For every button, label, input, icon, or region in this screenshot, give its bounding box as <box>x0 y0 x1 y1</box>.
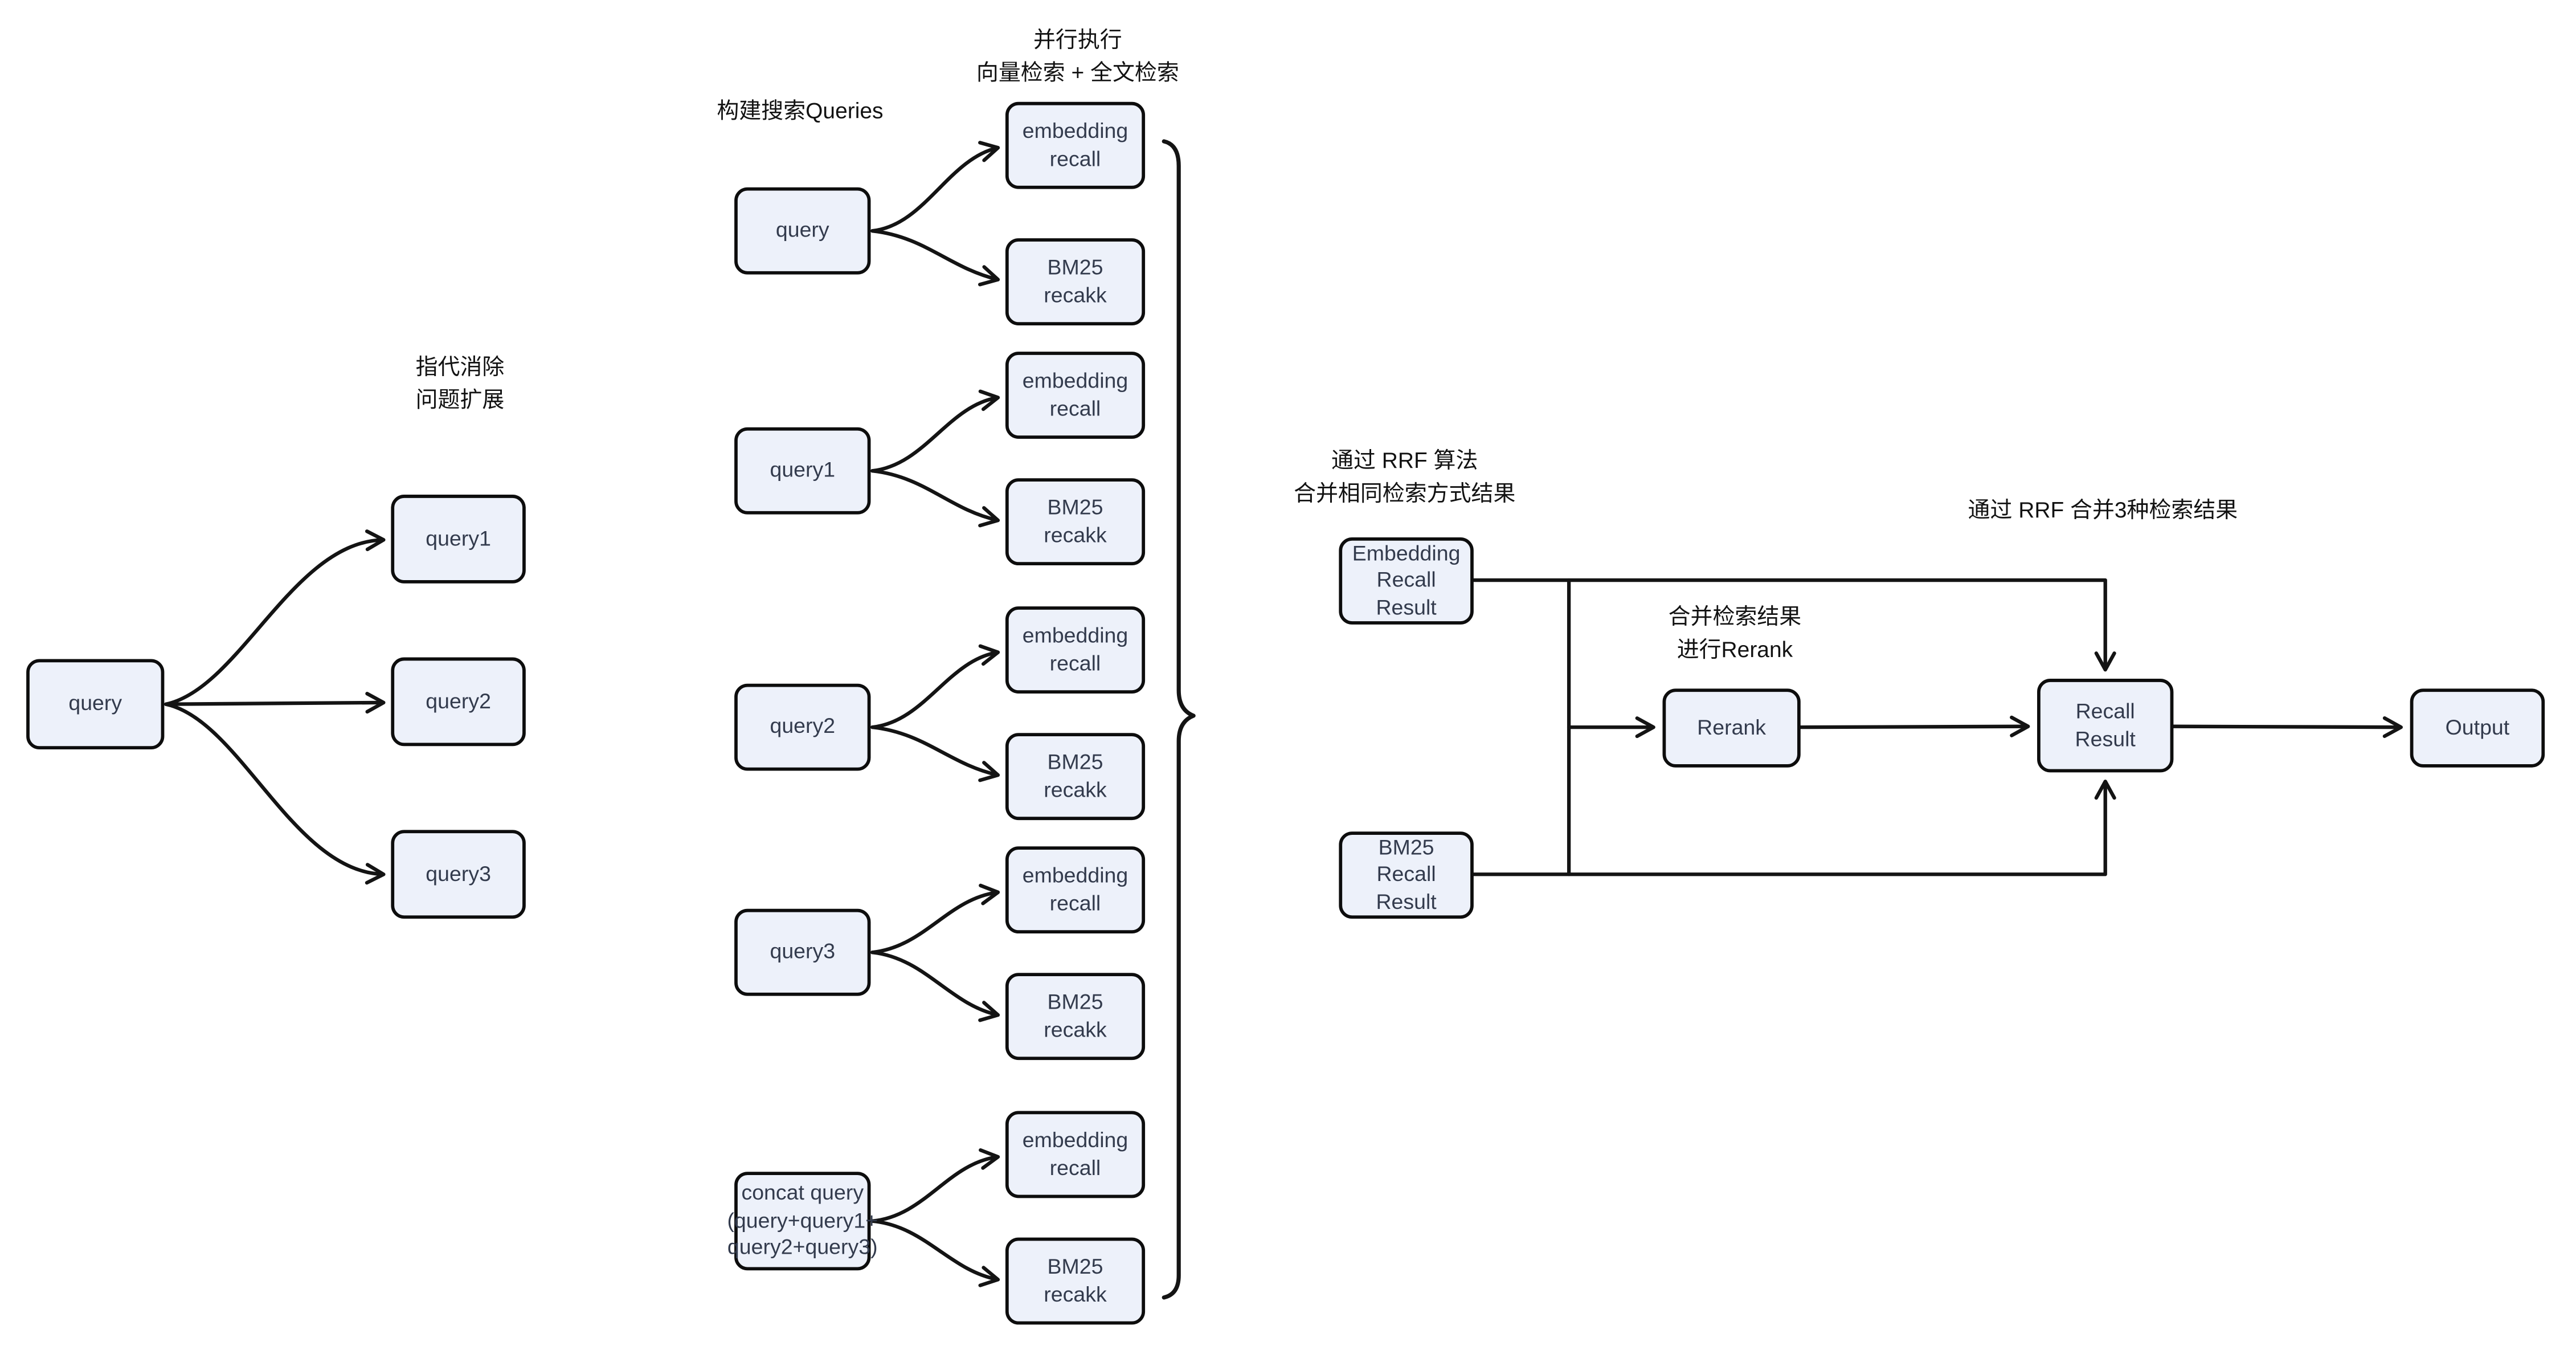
node-embedding-recall-result: Embedding Recall Result <box>1339 537 1474 625</box>
connector-mid-query-to-bm25-1 <box>870 229 1000 287</box>
rrf-merge-3-label: 通过 RRF 合并3种检索结果 <box>1968 497 2238 523</box>
connector-mid-query2-to-embedding3 <box>870 644 1000 729</box>
node-mid-query: query <box>734 187 871 275</box>
node-left-query: query <box>26 659 165 750</box>
node-recall-result: Recall Result <box>2037 679 2174 773</box>
coref-expansion-label: 指代消除 问题扩展 <box>415 354 505 413</box>
node-bm25-recall-result: BM25 Recall Result <box>1339 831 1474 919</box>
connector-left-query-to-query1 <box>164 529 386 706</box>
node-mid-query2: query2 <box>734 683 871 771</box>
node-mid-concat-query: concat query (query+query1+ query2+query… <box>727 1172 878 1271</box>
connector-mid-query1-to-bm25-2 <box>870 469 1000 528</box>
node-embedding-recall-1: embedding recall <box>1005 101 1146 189</box>
node-left-query3: query3 <box>391 830 526 919</box>
connector-left-query-to-query2 <box>164 692 386 714</box>
node-embedding-recall-4: embedding recall <box>1005 846 1146 934</box>
node-left-query2: query2 <box>391 657 526 747</box>
node-bm25-recall-1: BM25 recakk <box>1005 238 1146 326</box>
build-queries-label: 构建搜索Queries <box>717 98 884 123</box>
connector-mid-query3-to-embedding4 <box>870 883 1000 955</box>
connector-bm25-result-to-recall-bottom <box>1471 780 2116 876</box>
connector-concat-to-embedding5 <box>870 1148 1000 1223</box>
node-rerank: Rerank <box>1662 688 1801 768</box>
connector-mid-query1-to-embedding2 <box>870 389 1000 473</box>
node-bm25-recall-5: BM25 recakk <box>1005 1237 1146 1325</box>
connector-embedding-result-to-recall-top <box>1471 578 2116 672</box>
node-embedding-recall-5: embedding recall <box>1005 1111 1146 1198</box>
node-output: Output <box>2410 688 2545 768</box>
node-bm25-recall-3: BM25 recakk <box>1005 733 1146 821</box>
node-bm25-recall-4: BM25 recakk <box>1005 973 1146 1061</box>
node-mid-query1: query1 <box>734 427 871 515</box>
node-embedding-recall-2: embedding recall <box>1005 352 1146 439</box>
connector-mid-query-to-embedding1 <box>870 141 1000 233</box>
connector-concat-to-bm25-5 <box>870 1219 1000 1287</box>
curly-brace <box>1162 139 1196 1300</box>
node-embedding-recall-3: embedding recall <box>1005 606 1146 694</box>
node-mid-query3: query3 <box>734 908 871 996</box>
rrf-merge-same-label: 通过 RRF 算法 合并相同检索方式结果 <box>1294 448 1516 507</box>
node-bm25-recall-2: BM25 recakk <box>1005 478 1146 566</box>
merge-rerank-label: 合并检索结果 进行Rerank <box>1668 604 1802 663</box>
connector-mid-query3-to-bm25-4 <box>870 951 1000 1022</box>
parallel-exec-label: 并行执行 向量检索 + 全文检索 <box>976 27 1179 85</box>
node-left-query1: query1 <box>391 495 526 584</box>
connector-mid-query2-to-bm25-3 <box>870 725 1000 782</box>
connector-group <box>164 139 2403 1300</box>
connector-left-query-to-query3 <box>164 702 386 885</box>
